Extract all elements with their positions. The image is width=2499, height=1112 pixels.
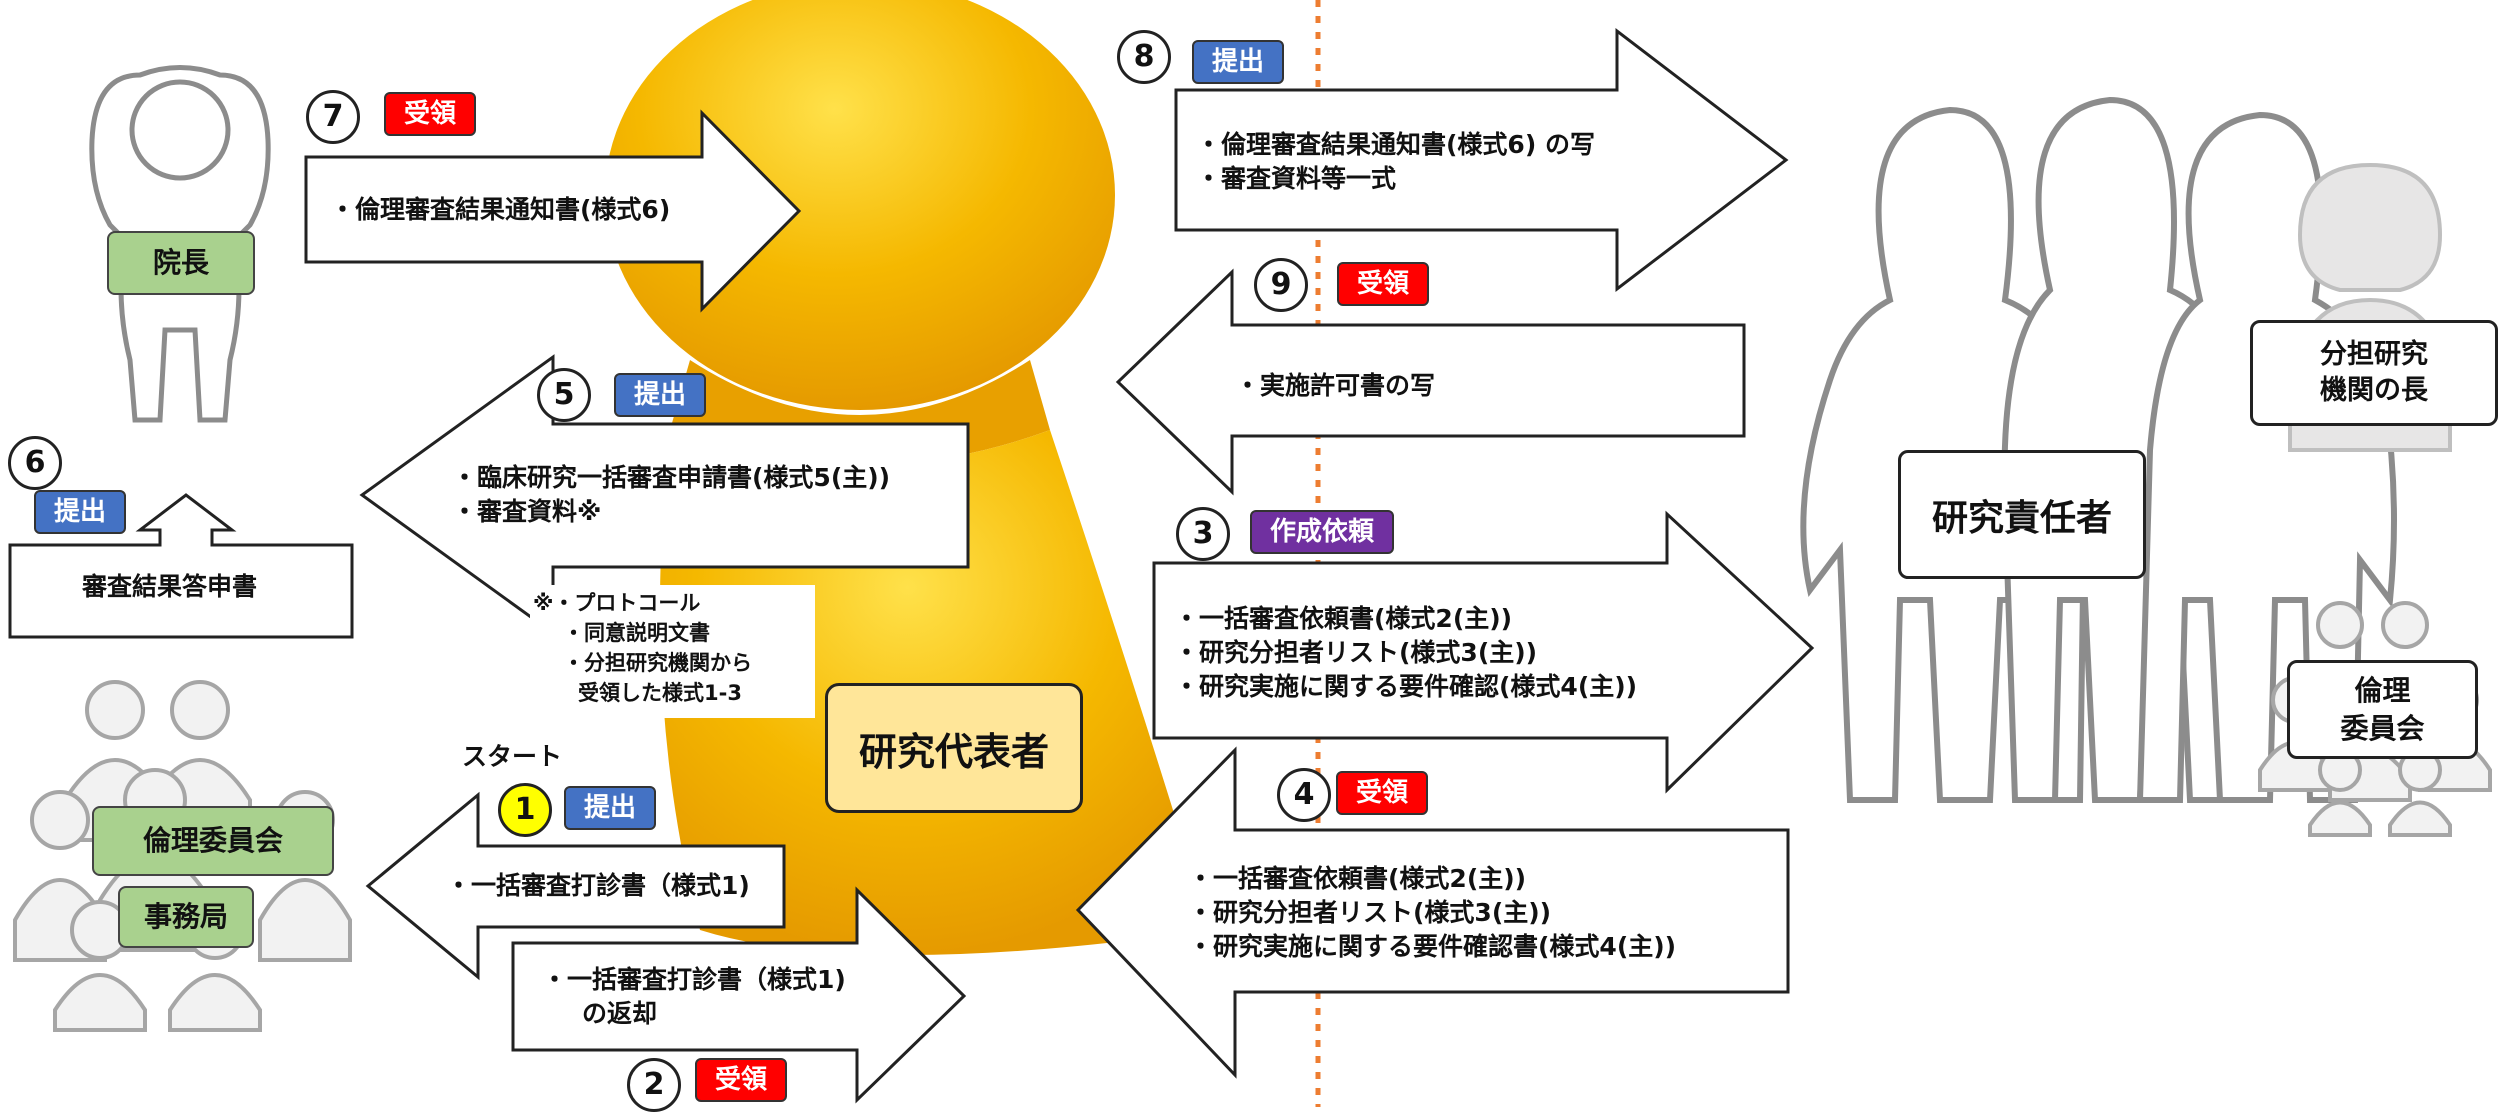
step2-item-1: ・一括審査打診書（様式1)	[542, 965, 846, 994]
step6-number: 6	[8, 436, 62, 490]
role-partner-head: 分担研究 機関の長	[2250, 320, 2498, 426]
role-partner-head-line1: 分担研究	[2320, 339, 2428, 370]
arrow-step4	[1075, 746, 1790, 1079]
role-research-lead-label: 研究責任者	[1931, 497, 2112, 539]
note-line-1: ※・プロトコール	[533, 591, 701, 615]
role-secretariat: 事務局	[118, 886, 254, 948]
step5-item-1: ・臨床研究一括審査申請書(様式5(主))	[452, 463, 891, 492]
role-local-ethics-line1: 倫理	[2354, 673, 2411, 707]
note-line-3: ・分担研究機関から	[563, 651, 752, 675]
step7-badge: 受領	[384, 92, 477, 136]
step9-badge: 受領	[1337, 262, 1430, 306]
step3-number: 3	[1176, 507, 1230, 561]
arrow-step3	[1152, 510, 1815, 794]
arrow-step9	[1115, 268, 1746, 496]
step2-badge: 受領	[695, 1058, 788, 1102]
note-line-2: ・同意説明文書	[563, 621, 710, 645]
arrow-step6	[8, 493, 354, 639]
role-local-ethics-line2: 委員会	[2340, 711, 2425, 745]
step1-item-1: ・一括審査打診書（様式1)	[446, 871, 750, 900]
role-principal-investigator-label: 研究代表者	[858, 729, 1049, 774]
step4-item-1: ・一括審査依頼書(様式2(主))	[1188, 864, 1527, 893]
step7-number: 7	[306, 90, 360, 144]
arrow-step7	[304, 109, 802, 313]
step8-badge: 提出	[1192, 40, 1285, 84]
step7-item-1: ・倫理審査結果通知書(様式6)	[330, 195, 671, 224]
step4-badge: 受領	[1336, 771, 1429, 815]
role-local-ethics: 倫理 委員会	[2287, 660, 2478, 759]
role-ethics-committee: 倫理委員会	[92, 806, 334, 876]
arrow-step1	[365, 791, 786, 981]
step3-badge: 作成依頼	[1250, 510, 1395, 554]
step5-item-2: ・審査資料※	[452, 497, 602, 526]
step2-number: 2	[627, 1058, 681, 1112]
arrow-step5	[359, 354, 970, 636]
step4-number: 4	[1277, 768, 1331, 822]
step3-item-3: ・研究実施に関する要件確認(様式4(主))	[1174, 672, 1638, 701]
step1-badge: 提出	[564, 786, 657, 830]
step3-item-1: ・一括審査依頼書(様式2(主))	[1174, 604, 1513, 633]
step4-item-3: ・研究実施に関する要件確認書(様式4(主))	[1188, 932, 1677, 961]
step2-item-2: の返却	[582, 999, 658, 1028]
step5-number: 5	[537, 368, 591, 422]
step8-item-2: ・審査資料等一式	[1196, 164, 1397, 193]
step4-item-2: ・研究分担者リスト(様式3(主))	[1188, 898, 1552, 927]
step6-item-1: 審査結果答申書	[82, 572, 258, 601]
role-hospital-director-label: 院長	[152, 246, 209, 279]
step9-item-1: ・実施許可書の写	[1235, 371, 1436, 400]
role-secretariat-label: 事務局	[143, 900, 228, 933]
step5-badge: 提出	[614, 373, 707, 417]
start-label: スタート	[462, 742, 563, 771]
role-research-lead: 研究責任者	[1898, 450, 2146, 579]
note-line-4: 受領した様式1-3	[578, 681, 742, 705]
step8-number: 8	[1117, 30, 1171, 84]
role-hospital-director: 院長	[107, 231, 255, 295]
arrow-step8	[1174, 27, 1789, 293]
step1-number: 1	[498, 783, 552, 837]
role-ethics-committee-label: 倫理委員会	[142, 824, 283, 857]
role-principal-investigator: 研究代表者	[825, 683, 1083, 813]
step3-item-2: ・研究分担者リスト(様式3(主))	[1174, 638, 1538, 667]
note-background	[530, 585, 815, 718]
step8-item-1: ・倫理審査結果通知書(様式6) の写	[1196, 130, 1595, 159]
step6-badge: 提出	[34, 490, 127, 534]
arrow-step2	[511, 886, 967, 1104]
role-partner-head-line2: 機関の長	[2320, 375, 2428, 406]
step9-number: 9	[1254, 258, 1308, 312]
